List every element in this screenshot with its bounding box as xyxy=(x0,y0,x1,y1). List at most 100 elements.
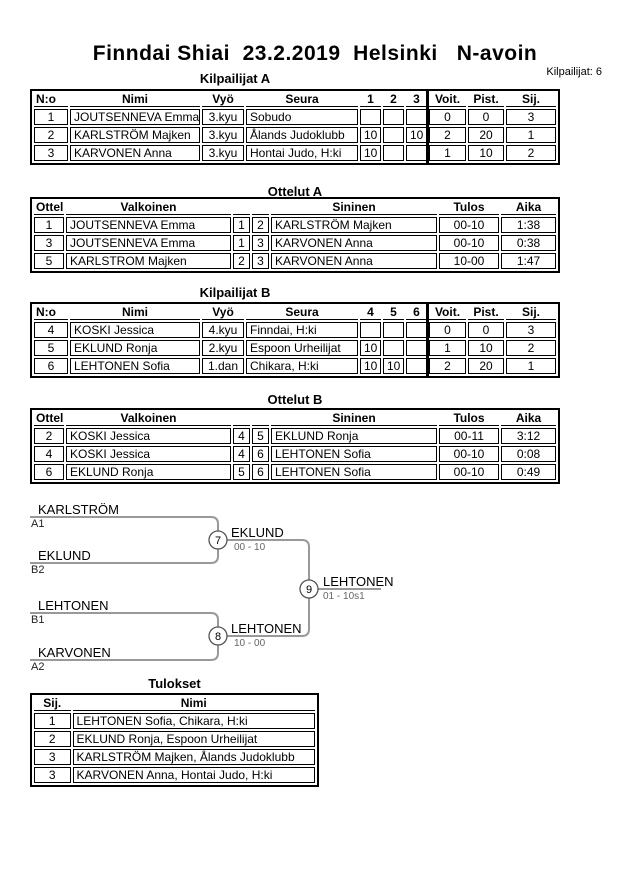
col-header-white-no xyxy=(233,201,250,215)
cell-blue: LEHTONEN Sofia xyxy=(271,446,437,462)
header-row: Ottelu Valkoinen Sininen Tulos Aika xyxy=(34,201,556,215)
table-row: 1 LEHTONEN Sofia, Chikara, H:ki xyxy=(34,713,315,729)
bracket-winner-name: EKLUND xyxy=(231,525,284,540)
cell-name: KARVONEN Anna, Hontai Judo, H:ki xyxy=(72,767,315,783)
cell-wins: 0 xyxy=(429,322,466,338)
table-row: 5 EKLUND Ronja 2.kyu Espoon Urheilijat 1… xyxy=(34,340,556,356)
bracket-winner-name: LEHTONEN xyxy=(231,621,302,636)
cell-r1 xyxy=(360,109,381,125)
table-row: 4 KOSKI Jessica 4 6 LEHTONEN Sofia 00-10… xyxy=(34,446,556,462)
cell-time: 3:12 xyxy=(501,428,556,444)
matches-a-table: Ottelu Valkoinen Sininen Tulos Aika 1 JO… xyxy=(30,197,560,273)
cell-match: 4 xyxy=(34,446,64,462)
score-divider-line xyxy=(426,302,429,378)
bracket-slot-name: EKLUND xyxy=(38,548,91,563)
pool-a-table: N:o Nimi Vyö Seura 1 2 3 Voit. Pist. Sij… xyxy=(30,89,560,165)
bracket-slot-name: LEHTONEN xyxy=(38,598,109,613)
bracket-lines: 7 8 9 xyxy=(30,516,381,661)
col-header-wins: Voit. xyxy=(429,306,466,320)
cell-name: KARLSTRÖM Majken xyxy=(70,127,200,143)
bracket-match-score: 00 - 10 xyxy=(234,542,266,553)
cell-white: KOSKI Jessica xyxy=(66,428,231,444)
cell-blue: EKLUND Ronja xyxy=(271,428,437,444)
matches-b-table: Ottelu Valkoinen Sininen Tulos Aika 2 KO… xyxy=(30,408,560,484)
header-row: N:o Nimi Vyö Seura 4 5 6 Voit. Pist. Sij… xyxy=(34,306,556,320)
cell-blue-no: 6 xyxy=(252,464,269,480)
cell-result: 10-00 xyxy=(439,253,499,269)
competitors-count: Kilpailijat: 6 xyxy=(546,66,602,78)
elimination-bracket: 7 8 9 KARLSTRÖM A1 EKLUND B2 LEHTONEN B1… xyxy=(28,495,448,690)
col-header-points: Pist. xyxy=(468,306,504,320)
col-header-place: Sij. xyxy=(34,697,71,711)
results-table: Sij. Nimi 1 LEHTONEN Sofia, Chikara, H:k… xyxy=(30,693,319,787)
cell-wins: 0 xyxy=(429,109,466,125)
cell-white: EKLUND Ronja xyxy=(66,464,231,480)
cell-r2 xyxy=(383,109,404,125)
col-header-wins: Voit. xyxy=(429,93,466,107)
cell-name: EKLUND Ronja, Espoon Urheilijat xyxy=(72,731,315,747)
bracket-match-score: 10 - 00 xyxy=(234,638,266,649)
col-header-r2: 5 xyxy=(383,306,404,320)
matches-a-title: Ottelut A xyxy=(267,184,323,199)
col-header-club: Seura xyxy=(246,93,358,107)
cell-white-no: 2 xyxy=(233,253,250,269)
cell-points: 0 xyxy=(468,109,504,125)
table-row: 5 KARLSTROM Majken 2 3 KARVONEN Anna 10-… xyxy=(34,253,556,269)
bracket-winner-name: LEHTONEN xyxy=(323,574,394,589)
cell-match: 6 xyxy=(34,464,64,480)
col-header-time: Aika xyxy=(501,201,556,215)
cell-place: 1 xyxy=(34,713,71,729)
col-header-match: Ottelu xyxy=(34,412,64,426)
col-header-result: Tulos xyxy=(439,201,499,215)
col-header-belt: Vyö xyxy=(202,306,244,320)
cell-name: LEHTONEN Sofia, Chikara, H:ki xyxy=(72,713,315,729)
col-header-r3: 3 xyxy=(406,93,427,107)
cell-result: 00-10 xyxy=(439,217,499,233)
col-header-name: Nimi xyxy=(72,697,315,711)
col-header-blue: Sininen xyxy=(271,201,437,215)
col-header-name: Nimi xyxy=(70,306,200,320)
cell-no: 2 xyxy=(34,127,68,143)
table-row: 6 LEHTONEN Sofia 1.dan Chikara, H:ki 10 … xyxy=(34,358,556,374)
cell-club: Ålands Judoklubb xyxy=(246,127,358,143)
col-header-points: Pist. xyxy=(468,93,504,107)
cell-wins: 2 xyxy=(429,358,466,374)
cell-r1 xyxy=(360,322,381,338)
cell-blue: KARVONEN Anna xyxy=(271,253,437,269)
cell-r1: 10 xyxy=(360,358,381,374)
col-header-blue: Sininen xyxy=(271,412,437,426)
table-row: 3 KARLSTRÖM Majken, Ålands Judoklubb xyxy=(34,749,315,765)
match-number: 9 xyxy=(306,584,312,596)
cell-match: 1 xyxy=(34,217,64,233)
cell-white-no: 1 xyxy=(233,217,250,233)
cell-wins: 1 xyxy=(429,145,466,161)
table-row: 2 EKLUND Ronja, Espoon Urheilijat xyxy=(34,731,315,747)
col-header-name: Nimi xyxy=(70,93,200,107)
cell-blue-no: 2 xyxy=(252,217,269,233)
col-header-r3: 6 xyxy=(406,306,427,320)
cell-white: KARLSTROM Majken xyxy=(66,253,231,269)
page-title: Finndai Shiai 23.2.2019 Helsinki N-avoin xyxy=(92,42,538,65)
cell-r1: 10 xyxy=(360,145,381,161)
cell-r3: 10 xyxy=(406,127,427,143)
bracket-slot-name: KARLSTRÖM xyxy=(38,502,119,517)
col-header-match: Ottelu xyxy=(34,201,64,215)
cell-wins: 1 xyxy=(429,340,466,356)
col-header-white-no xyxy=(233,412,250,426)
cell-r3 xyxy=(406,358,427,374)
cell-match: 5 xyxy=(34,253,64,269)
cell-club: Espoon Urheilijat xyxy=(246,340,358,356)
col-header-time: Aika xyxy=(501,412,556,426)
cell-r3 xyxy=(406,322,427,338)
cell-white-no: 4 xyxy=(233,428,250,444)
cell-white: JOUTSENNEVA Emma xyxy=(66,217,231,233)
bracket-slot-seed: B1 xyxy=(31,614,45,626)
cell-time: 0:38 xyxy=(501,235,556,251)
table-row: 3 KARVONEN Anna 3.kyu Hontai Judo, H:ki … xyxy=(34,145,556,161)
cell-no: 3 xyxy=(34,145,68,161)
col-header-blue-no xyxy=(252,201,269,215)
bracket-slot-seed: A2 xyxy=(31,661,45,673)
score-divider-line xyxy=(426,89,429,165)
col-header-r2: 2 xyxy=(383,93,404,107)
